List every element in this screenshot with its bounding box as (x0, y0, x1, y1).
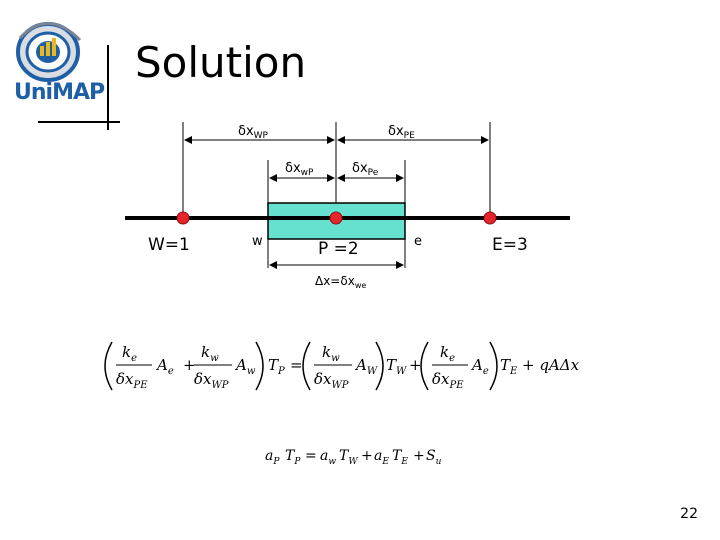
node-p-label: P =2 (318, 239, 359, 259)
node-w-label: W=1 (148, 235, 190, 255)
discretized-equation: ke δxPE Ae + kw δxWP Aw TP = kw δxWP AW … (104, 341, 580, 391)
dx-cell-label: Δx=δxwe (315, 274, 366, 290)
dx-pe-inner-label: δxPe (352, 161, 379, 178)
university-logo: UniMAP (8, 10, 128, 130)
logo-text: UniMAP (14, 80, 105, 105)
svg-text:TE: TE (392, 448, 408, 467)
svg-text:δxPE: δxPE (432, 370, 464, 391)
svg-text:δxPE: δxPE (116, 370, 148, 391)
svg-text:=: = (305, 448, 317, 464)
face-w-label: w (252, 234, 263, 249)
svg-text:Ae: Ae (470, 356, 489, 377)
svg-text:TE: TE (500, 356, 518, 377)
svg-text:+: + (413, 448, 425, 464)
dx-pe-label: δxPE (388, 124, 415, 141)
svg-text:aw: aw (320, 448, 336, 467)
svg-text:Su: Su (426, 448, 442, 467)
svg-text:TP: TP (285, 448, 301, 467)
page-title: Solution (135, 38, 307, 87)
svg-text:TW: TW (339, 448, 358, 467)
svg-text:ke: ke (440, 343, 455, 364)
node-w-marker (176, 211, 190, 225)
svg-text:=: = (290, 356, 303, 374)
node-p-marker (329, 211, 343, 225)
logo-emblem-icon (16, 22, 82, 82)
svg-text:Aw: Aw (234, 356, 256, 377)
dx-wp-inner-label: δxwP (285, 161, 314, 178)
svg-text:+: + (409, 356, 422, 374)
coefficient-equation: aP TP = aw TW + aE TE + Su (265, 448, 442, 467)
svg-text:kw: kw (201, 343, 219, 364)
svg-text:δxWP: δxWP (194, 370, 229, 391)
svg-text:δxWP: δxWP (314, 370, 349, 391)
svg-text:Ae: Ae (155, 356, 174, 377)
svg-text:aP: aP (265, 448, 280, 467)
svg-text:TP: TP (268, 356, 285, 377)
svg-text:aE: aE (374, 448, 389, 467)
svg-text:TW: TW (386, 356, 407, 377)
svg-text:AW: AW (354, 356, 378, 377)
svg-text:+ qAΔx: + qAΔx (522, 356, 580, 374)
node-e-label: E=3 (492, 235, 528, 255)
dx-wp-label: δxWP (238, 124, 269, 141)
face-e-label: e (414, 234, 422, 249)
svg-text:kw: kw (322, 343, 340, 364)
page-number: 22 (680, 506, 698, 522)
svg-text:+: + (361, 448, 373, 464)
svg-text:+: + (183, 356, 196, 374)
node-e-marker (483, 211, 497, 225)
svg-text:ke: ke (122, 343, 137, 364)
